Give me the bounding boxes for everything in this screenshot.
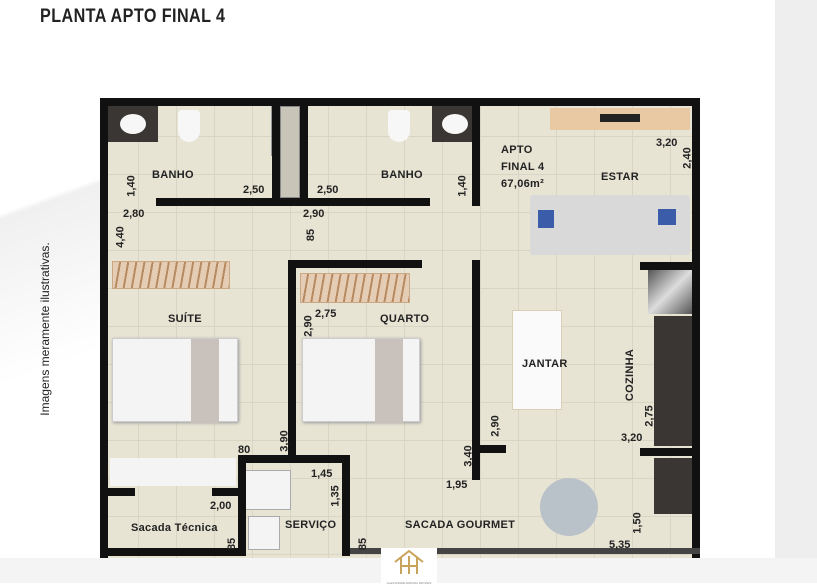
dimension: 3,40 <box>462 445 475 467</box>
kitchen-counter <box>654 316 692 446</box>
dining-table <box>512 310 562 410</box>
dimension: 1,45 <box>311 468 333 480</box>
wardrobe-quarto <box>300 273 410 303</box>
background-decoration <box>0 40 100 583</box>
washing-machine <box>245 470 291 510</box>
wall <box>100 198 108 206</box>
sofa <box>530 195 690 255</box>
wall <box>100 98 108 558</box>
wall <box>350 548 700 554</box>
bed-quarto <box>302 338 420 423</box>
dimension: 5,35 <box>609 539 631 551</box>
room-label-jantar: JANTAR <box>522 358 568 370</box>
dimension: 1,35 <box>329 485 342 507</box>
dimension: 2,50 <box>317 184 339 196</box>
wall <box>100 548 238 556</box>
room-label-banho: BANHO <box>381 169 423 181</box>
wall <box>288 260 422 268</box>
house-logo-icon <box>394 549 424 574</box>
wall-kitchen <box>640 448 692 456</box>
dimension: 1,40 <box>125 175 138 197</box>
wall <box>212 488 242 496</box>
room-label-servico: SERVIÇO <box>285 519 337 531</box>
shower-left <box>216 106 272 156</box>
room-label-sacada-tecnica: Sacada Técnica <box>131 522 218 534</box>
wall-kitchen <box>640 262 692 270</box>
dimension: 2,75 <box>315 308 337 320</box>
bed-suite <box>112 338 238 423</box>
desk <box>110 458 236 486</box>
dimension: 4,40 <box>114 226 127 248</box>
background-band <box>775 0 817 583</box>
wall <box>472 260 480 480</box>
fridge <box>648 270 692 314</box>
wall-servico <box>342 455 350 556</box>
wall <box>272 106 280 198</box>
toilet-right <box>388 110 410 142</box>
dimension: 2,75 <box>643 405 656 427</box>
wall <box>692 98 700 558</box>
dimension: 2,50 <box>243 184 265 196</box>
floor-plan <box>100 98 700 558</box>
brand-logo: ALEXANDRE ARRUDA IMOVEIS <box>381 548 437 585</box>
wall-servico <box>238 455 246 556</box>
dimension: 85 <box>226 537 239 551</box>
dimension: 2,90 <box>303 208 325 220</box>
wardrobe-suite <box>112 261 230 289</box>
room-label-sacada-gourmet: SACADA GOURMET <box>405 519 516 531</box>
toilet-left <box>178 110 200 142</box>
wall <box>472 106 480 206</box>
round-table <box>540 478 598 536</box>
dimension: 3,20 <box>621 432 643 444</box>
dimension: 3,90 <box>278 430 291 452</box>
dimension: 2,90 <box>302 315 315 337</box>
room-label-cozinha: COZINHA <box>624 348 637 402</box>
room-label-quarto: QUARTO <box>380 313 430 325</box>
dimension: 2,90 <box>489 415 502 437</box>
sink-counter-left <box>108 106 158 142</box>
dimension: 1,95 <box>446 479 468 491</box>
dimension: 2,00 <box>210 500 232 512</box>
room-label-estar: ESTAR <box>601 171 639 183</box>
laundry-tank <box>248 516 280 550</box>
dimension: 85 <box>357 537 370 551</box>
apartment-label: APTO <box>501 144 533 156</box>
dimension: 2,80 <box>123 208 145 220</box>
wall <box>100 488 135 496</box>
wall-bathrooms <box>156 198 430 206</box>
wall-servico <box>238 455 350 463</box>
apartment-area: 67,06m² <box>501 178 545 190</box>
page-title: PLANTA APTO FINAL 4 <box>40 6 226 27</box>
room-label-banho: BANHO <box>152 169 194 181</box>
gourmet-counter <box>654 458 692 514</box>
shaft <box>280 106 300 198</box>
wall <box>288 260 296 456</box>
wall <box>100 98 700 106</box>
dimension: 2,40 <box>681 147 694 169</box>
disclaimer-note: Imagens meramente ilustrativas. <box>38 242 52 416</box>
logo-text: ALEXANDRE ARRUDA IMOVEIS <box>386 581 432 585</box>
tv-rack <box>550 108 690 130</box>
room-label-suite: SUÍTE <box>168 313 202 325</box>
dimension: 1,40 <box>456 175 469 197</box>
apartment-label: FINAL 4 <box>501 161 545 173</box>
wall <box>300 106 308 198</box>
dimension: 85 <box>305 228 318 242</box>
dimension: 1,50 <box>631 512 644 534</box>
dimension: 80 <box>238 444 251 456</box>
dimension: 3,20 <box>656 137 678 149</box>
wall <box>480 445 506 453</box>
